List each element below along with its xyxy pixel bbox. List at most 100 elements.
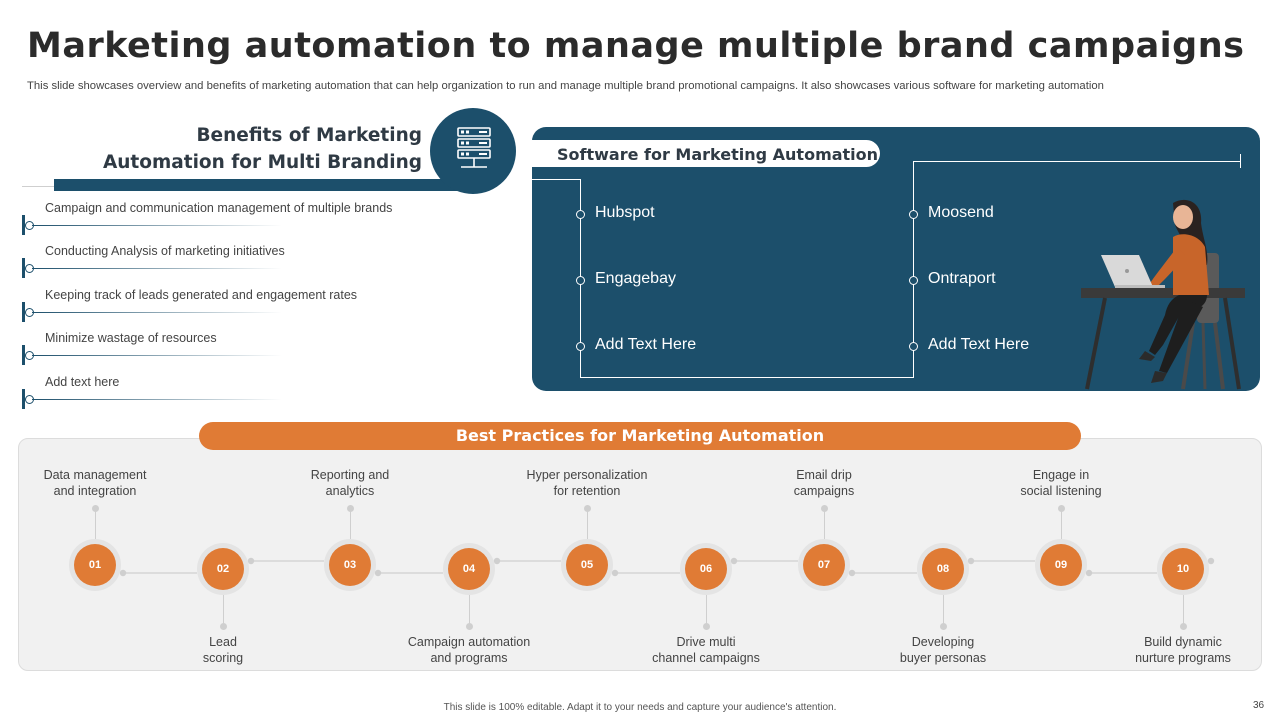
software-label: Ontraport: [928, 270, 996, 287]
software-label: Hubspot: [595, 204, 655, 221]
step-connector: [95, 508, 96, 539]
step-number: 04: [448, 548, 490, 590]
software-label: Engagebay: [595, 270, 676, 287]
server-icon-badge: [430, 108, 516, 194]
step-09-badge: 09: [1035, 539, 1087, 591]
step-03-badge: 03: [324, 539, 376, 591]
step-07-badge: 07: [798, 539, 850, 591]
step-01-badge: 01: [69, 539, 121, 591]
best-practices-heading: Best Practices for Marketing Automation: [199, 422, 1081, 450]
step-connector: [706, 595, 707, 626]
timeline-dot: [493, 557, 501, 565]
benefit-label: Conducting Analysis of marketing initiat…: [45, 244, 285, 258]
benefits-heading-line1: Benefits of Marketing: [196, 125, 422, 146]
step-connector-dot: [92, 505, 99, 512]
step-connector: [824, 508, 825, 539]
step-connector-dot: [703, 623, 710, 630]
step-label-line1: Engage in: [1032, 468, 1090, 482]
benefit-item: Keeping track of leads generated and eng…: [22, 288, 357, 336]
step-label-line2: analytics: [325, 484, 375, 498]
step-connector: [223, 595, 224, 626]
software-label: Add Text Here: [595, 336, 697, 353]
benefit-label: Minimize wastage of resources: [45, 331, 217, 345]
step-label: Developing buyer personas: [858, 634, 1028, 666]
benefit-label: Campaign and communication management of…: [45, 201, 393, 215]
step-connector-dot: [940, 623, 947, 630]
benefit-item: Add text here: [22, 375, 282, 423]
step-label-line2: social listening: [1020, 484, 1102, 498]
step-number: 01: [74, 544, 116, 586]
benefits-rail: [22, 186, 54, 187]
software-label: Add Text Here: [928, 336, 1030, 353]
step-connector-dot: [220, 623, 227, 630]
software-connector: [913, 161, 914, 378]
step-label-line2: campaigns: [793, 484, 855, 498]
step-connector-dot: [1180, 623, 1187, 630]
benefit-item: Campaign and communication management of…: [22, 201, 392, 249]
timeline-dot: [611, 569, 619, 577]
software-connector: [580, 377, 914, 378]
benefit-item: Conducting Analysis of marketing initiat…: [22, 244, 285, 292]
step-number: 07: [803, 544, 845, 586]
software-label: Moosend: [928, 204, 994, 221]
step-label-line2: for retention: [553, 484, 621, 498]
step-label-line1: Reporting and: [310, 468, 390, 482]
step-number: 02: [202, 548, 244, 590]
software-connector: [532, 179, 580, 180]
step-06-badge: 06: [680, 543, 732, 595]
step-label-line2: channel campaigns: [652, 651, 760, 665]
step-label-line1: Lead: [209, 635, 237, 649]
step-label-line1: Developing: [911, 635, 975, 649]
step-connector: [587, 508, 588, 539]
step-05-badge: 05: [561, 539, 613, 591]
step-connector-dot: [466, 623, 473, 630]
step-connector: [350, 508, 351, 539]
benefit-item: Minimize wastage of resources: [22, 331, 282, 379]
step-label-line2: and integration: [53, 484, 137, 498]
step-connector-dot: [347, 505, 354, 512]
benefit-label: Keeping track of leads generated and eng…: [45, 288, 358, 302]
step-number: 03: [329, 544, 371, 586]
step-10-badge: 10: [1157, 543, 1209, 595]
benefit-label: Add text here: [45, 375, 120, 389]
benefits-heading-bar: [54, 179, 464, 191]
software-connector: [1240, 154, 1241, 168]
timeline-dot: [247, 557, 255, 565]
step-number: 10: [1162, 548, 1204, 590]
server-icon: [457, 127, 491, 168]
step-label-line1: Data management: [43, 468, 147, 482]
step-label: Email drip campaigns: [739, 467, 909, 499]
timeline-dot: [1085, 569, 1093, 577]
page-number: 36: [1253, 700, 1265, 711]
slide-subtitle: This slide showcases overview and benefi…: [27, 80, 1104, 92]
step-label-line2: buyer personas: [899, 651, 987, 665]
step-08-badge: 08: [917, 543, 969, 595]
step-connector-dot: [821, 505, 828, 512]
step-number: 09: [1040, 544, 1082, 586]
timeline-dot: [967, 557, 975, 565]
step-connector: [943, 595, 944, 626]
benefits-heading-line2: Automation for Multi Branding: [102, 152, 422, 173]
timeline-dot: [374, 569, 382, 577]
step-connector: [1061, 508, 1062, 539]
timeline-dot: [1207, 557, 1215, 565]
step-number: 05: [566, 544, 608, 586]
woman-at-laptop-illustration: [1081, 199, 1245, 390]
step-number: 08: [922, 548, 964, 590]
step-label-line2: nurture programs: [1135, 651, 1231, 665]
step-04-badge: 04: [443, 543, 495, 595]
step-label: Engage in social listening: [976, 467, 1146, 499]
step-label-line1: Email drip: [796, 468, 852, 482]
software-connector: [913, 161, 1241, 162]
footer-note: This slide is 100% editable. Adapt it to…: [443, 702, 837, 713]
timeline-dot: [730, 557, 738, 565]
timeline-dot: [119, 569, 127, 577]
benefits-heading: Benefits of Marketing Automation for Mul…: [100, 122, 422, 176]
step-label: Reporting and analytics: [265, 467, 435, 499]
step-label-line2: and programs: [430, 651, 508, 665]
step-label: Data management and integration: [10, 467, 180, 499]
